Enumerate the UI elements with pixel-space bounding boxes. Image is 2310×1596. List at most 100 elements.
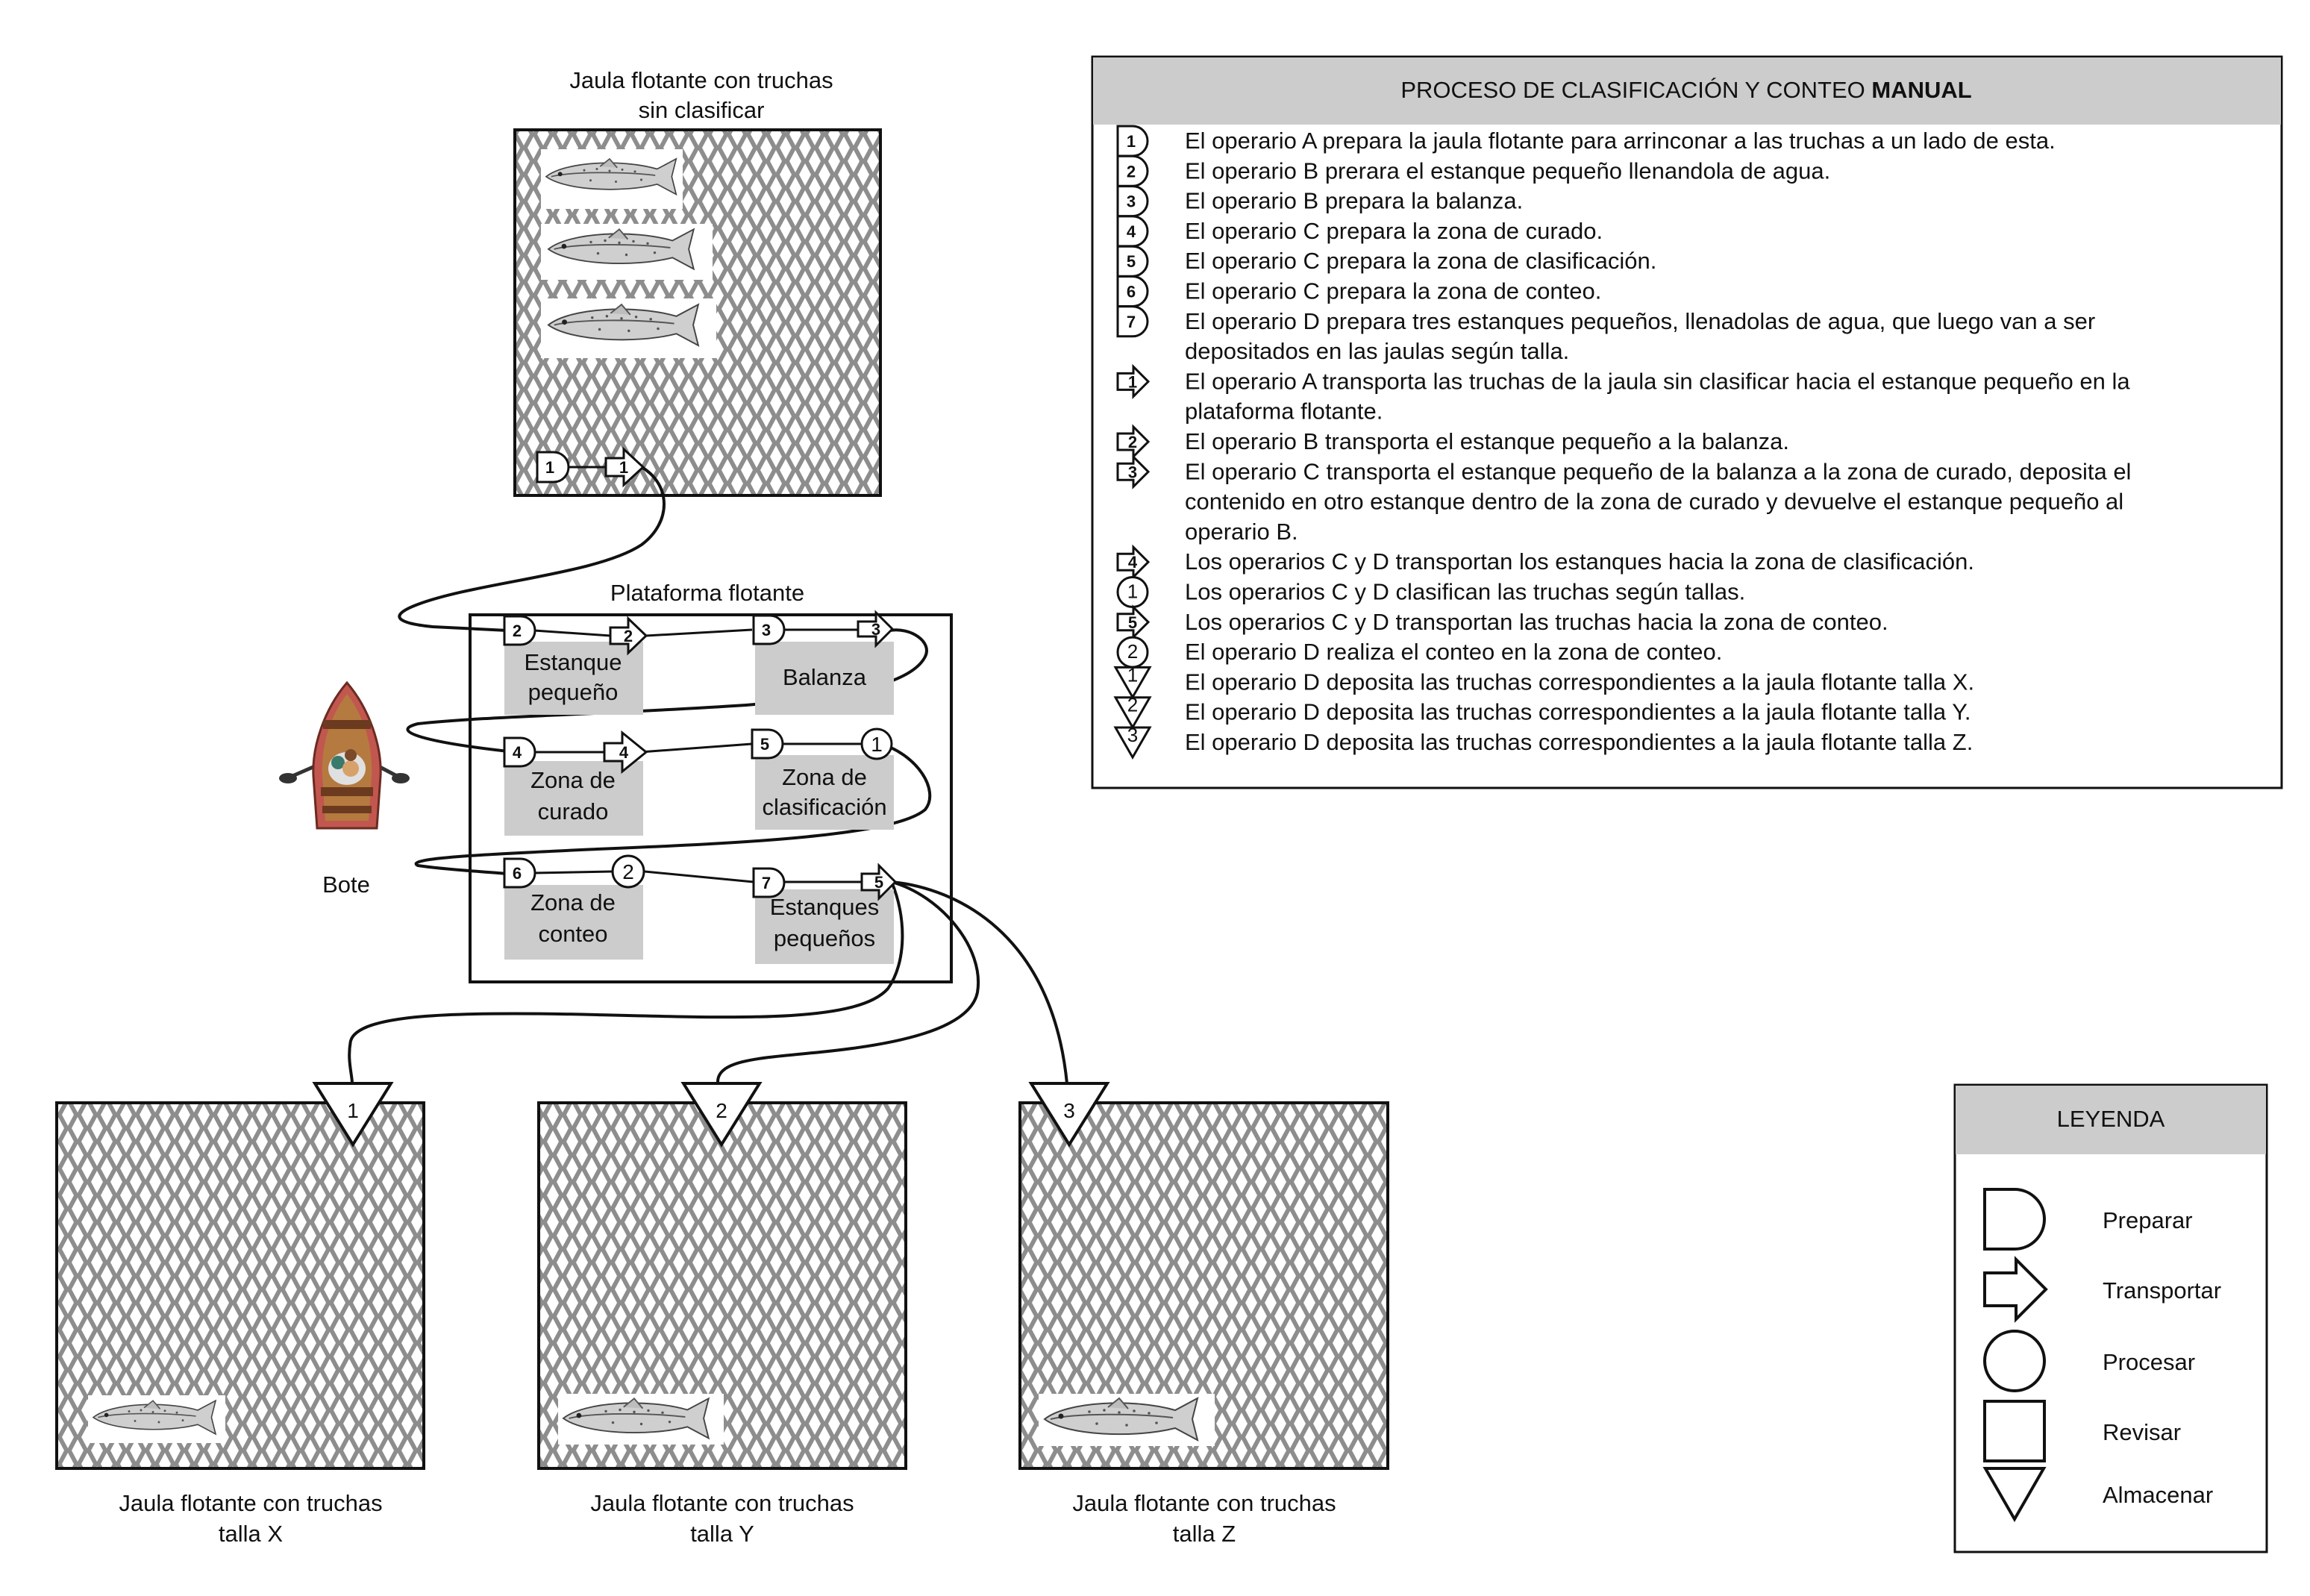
process-icon: 1 — [860, 727, 893, 760]
clasif-process-number: 1 — [871, 733, 883, 756]
prepare-icon — [1983, 1188, 2046, 1251]
process-title: PROCESO DE CLASIFICACIÓN Y CONTEO MANUAL — [1400, 77, 1971, 103]
curado-prepare-number: 4 — [513, 743, 522, 762]
transport-icon: 3 — [857, 610, 895, 648]
process-icon: 2 — [611, 854, 645, 889]
transport-icon: 5 — [860, 863, 898, 901]
estanque-prepare-number: 2 — [513, 622, 522, 640]
estanque-transport-number: 2 — [624, 627, 633, 645]
step-symbol-number: 3 — [1127, 193, 1136, 211]
trout-image — [558, 1394, 724, 1445]
process-step-text: El operario D deposita las truchas corre… — [1185, 669, 1974, 695]
step-symbol-number: 2 — [1128, 433, 1137, 451]
legend-item-transport: Transportar — [1983, 1256, 2221, 1323]
legend-item-prepare: Preparar — [1983, 1188, 2193, 1251]
legend-panel: LEYENDA PrepararTransportarProcesarRevis… — [1953, 1083, 2268, 1553]
clasif-prepare-number: 5 — [760, 735, 769, 754]
process-step-text: El operario B prepara la balanza. — [1185, 188, 1523, 214]
process-title-regular: PROCESO DE CLASIFICACIÓN Y CONTEO — [1400, 77, 1871, 103]
inspect-icon — [1983, 1400, 2046, 1462]
prepare-icon: 3 — [752, 614, 786, 645]
station-conteo-line1: Zona de — [530, 889, 616, 916]
cage-z-title-line1: Jaula flotante con truchas — [1072, 1490, 1336, 1516]
platform-title: Plataforma flotante — [610, 580, 804, 606]
process-step-text: El operario C transporta el estanque peq… — [1185, 458, 2131, 484]
transport-icon: 2 — [1116, 424, 1151, 460]
step-symbol-number: 5 — [1127, 252, 1136, 271]
legend-item-label: Transportar — [2103, 1277, 2221, 1304]
prepare-icon: 5 — [751, 728, 784, 760]
store-icon: 1 — [1113, 663, 1152, 700]
store-icon: 3 — [1028, 1082, 1110, 1148]
station-estanque-line1: Estanque — [525, 649, 622, 675]
legend-items: PrepararTransportarProcesarRevisarAlmace… — [1982, 1188, 2221, 1523]
step-symbol-number: 3 — [1128, 463, 1137, 481]
curado-transport-number: 4 — [619, 743, 629, 762]
process-step-text: El operario C prepara la zona de clasifi… — [1185, 248, 1656, 274]
process-step: 1 El operario A transporta las truchas de… — [1116, 363, 2130, 425]
process-step-text: El operario D deposita las truchas corre… — [1185, 729, 1973, 755]
prepare-icon: 2 — [503, 615, 536, 646]
process-icon: 2 — [1116, 636, 1149, 669]
station-clasificacion-line1: Zona de — [782, 764, 867, 790]
station-estanques-line1: Estanques — [770, 894, 880, 920]
transport-icon: 4 — [603, 730, 648, 774]
cage-prepare-number: 1 — [545, 458, 554, 477]
step-symbol-number: 2 — [1127, 694, 1138, 716]
process-step: 5 El operario C prepara la zona de clasif… — [1116, 245, 1656, 278]
station-conteo: Zona de conteo — [504, 885, 643, 960]
step-symbol-number: 6 — [1127, 283, 1136, 301]
trout-image — [541, 224, 713, 280]
prepare-icon: 1 — [536, 451, 570, 484]
process-title-bold: MANUAL — [1871, 77, 1971, 103]
cage-transport-number: 1 — [619, 458, 628, 477]
estanques-transport-number: 5 — [874, 873, 883, 892]
step-symbol-number: 2 — [1127, 640, 1138, 663]
prepare-icon: 3 — [1116, 185, 1149, 218]
station-estanque: Estanque pequeño — [504, 642, 643, 715]
source-cage-title-line1: Jaula flotante con truchas — [569, 67, 833, 93]
station-conteo-line2: conteo — [538, 921, 607, 947]
station-estanques-line2: pequeños — [774, 925, 875, 951]
transport-icon: 1 — [604, 446, 645, 488]
station-curado-line1: Zona de — [530, 767, 616, 793]
trout-image — [88, 1395, 225, 1443]
prepare-icon: 4 — [1116, 215, 1149, 248]
floating-platform: Plataforma flotante Estanque pequeño Bal… — [469, 580, 953, 983]
estanques-prepare-number: 7 — [762, 874, 771, 892]
station-balanza: Balanza — [755, 642, 894, 715]
legend-item-label: Almacenar — [2103, 1482, 2213, 1508]
trout-image — [1039, 1394, 1215, 1446]
legend-item-store: Almacenar — [1982, 1467, 2213, 1523]
process-step-text: Los operarios C y D clasifican las truch… — [1185, 579, 1745, 605]
prepare-icon: 5 — [1116, 245, 1149, 278]
trout-image — [541, 298, 716, 358]
process-step-text: operario B. — [1185, 519, 1298, 545]
step-symbol-number: 7 — [1127, 313, 1136, 331]
process-panel: PROCESO DE CLASIFICACIÓN Y CONTEO MANUAL… — [1091, 55, 2283, 789]
step-symbol-number: 1 — [1128, 372, 1137, 391]
station-clasificacion-line2: clasificación — [762, 794, 886, 820]
legend-item-label: Procesar — [2103, 1349, 2195, 1375]
cage-x-store-number: 1 — [347, 1099, 359, 1122]
cage-y-title-line2: talla Y — [690, 1521, 754, 1547]
source-cage: Jaula flotante con truchas sin clasifica… — [513, 67, 882, 497]
transport-icon — [1983, 1256, 2048, 1323]
conteo-process-number: 2 — [622, 860, 634, 883]
process-step-text: El operario A transporta las truchas de … — [1185, 368, 2130, 394]
prepare-icon: 6 — [503, 857, 536, 889]
cage-x-title-line1: Jaula flotante con truchas — [119, 1490, 382, 1516]
cage-talla-x: 1 Jaula flotante con truchas talla X — [55, 1082, 425, 1547]
store-icon: 3 — [1113, 724, 1152, 760]
cage-z-store-number: 3 — [1063, 1099, 1075, 1122]
process-step-text: El operario B prerara el estanque pequeñ… — [1185, 157, 1830, 184]
